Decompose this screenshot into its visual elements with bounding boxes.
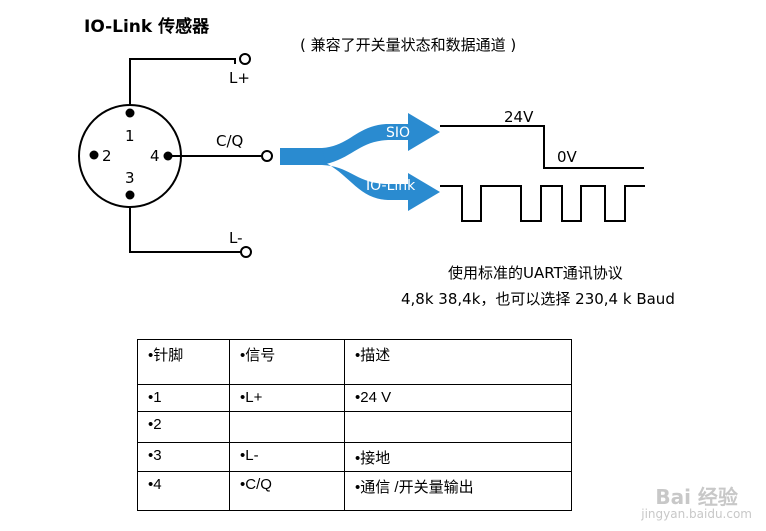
cell-signal: [229, 411, 345, 443]
cell-description: •24 V: [344, 384, 572, 412]
cell-pin: •3: [137, 442, 230, 472]
sio-waveform: [440, 125, 644, 169]
pin-4-label: 4: [150, 147, 160, 165]
pin-1-label: 1: [125, 127, 135, 145]
cell-description: •通信 /开关量输出: [344, 471, 572, 511]
iolink-waveform: [440, 185, 645, 222]
table-header-row: •针脚 •信号 •描述: [137, 339, 572, 385]
pin-4-dot: [163, 151, 173, 161]
cell-description: [344, 411, 572, 443]
diagram-title: IO-Link 传感器: [84, 17, 210, 37]
sio-label: SIO: [386, 125, 410, 141]
iolink-label: IO-Link: [366, 178, 416, 194]
l-minus-label: L-: [229, 229, 243, 247]
terminal-l-plus: [239, 53, 251, 65]
cell-signal: •C/Q: [229, 471, 345, 511]
header-description: •描述: [344, 339, 572, 385]
pin-3-dot: [125, 190, 135, 200]
diagram-subtitle: ( 兼容了开关量状态和数据通道 ): [300, 36, 517, 54]
l-plus-label: L+: [229, 69, 250, 87]
cell-signal: •L-: [229, 442, 345, 472]
pin-3-label: 3: [125, 169, 135, 187]
high-level-label: 24V: [504, 108, 534, 126]
pin-table: •针脚 •信号 •描述 •1 •L+ •24 V •2 •3 •L- •接地 •…: [137, 339, 572, 511]
terminal-cq: [261, 150, 273, 162]
low-level-label: 0V: [557, 148, 578, 166]
connector-diagram: 1 2 4 3 L+ C/Q L- SIO IO-Link 24V 0V: [78, 53, 645, 258]
pin-1-dot: [125, 108, 135, 118]
split-arrow: [280, 113, 440, 211]
cell-signal: •L+: [229, 384, 345, 412]
watermark-logo-text: Bai 经验: [655, 485, 738, 510]
terminal-l-minus: [240, 246, 252, 258]
cell-description: •接地: [344, 442, 572, 472]
cq-label: C/Q: [216, 132, 243, 150]
pin-2-dot: [89, 150, 99, 160]
cell-pin: •2: [137, 411, 230, 443]
header-pin: •针脚: [137, 339, 230, 385]
header-signal: •信号: [229, 339, 345, 385]
protocol-note-line1: 使用标准的UART通讯协议: [448, 264, 623, 282]
protocol-note-line2: 4,8k 38,4k，也可以选择 230,4 k Baud: [401, 290, 675, 308]
pin-2-label: 2: [102, 147, 112, 165]
watermark-url: jingyan.baidu.com: [641, 507, 752, 522]
iolink-arrowhead: [408, 173, 440, 211]
watermark-logo: Bai 经验 jingyan.baidu.com: [641, 487, 752, 521]
cell-pin: •4: [137, 471, 230, 511]
cell-pin: •1: [137, 384, 230, 412]
table-row: •3 •L- •接地: [137, 442, 572, 472]
table-row: •4 •C/Q •通信 /开关量输出: [137, 471, 572, 511]
sio-arrowhead: [408, 113, 440, 151]
table-row: •1 •L+ •24 V: [137, 384, 572, 412]
table-row: •2: [137, 411, 572, 443]
